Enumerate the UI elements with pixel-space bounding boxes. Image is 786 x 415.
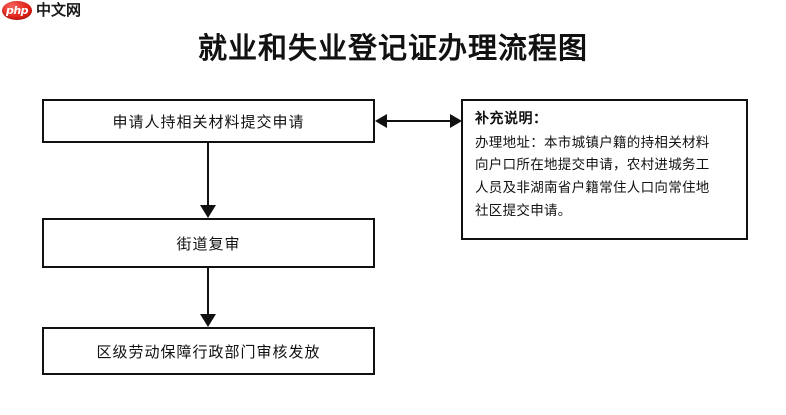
connector-apply-to-note-line: [383, 120, 454, 122]
site-name-label: 中文网: [36, 1, 82, 19]
flow-node-apply-label: 申请人持相关材料提交申请: [112, 112, 305, 131]
note-line: 人员及非湖南省户籍常住人口向常住地: [475, 180, 710, 197]
note-heading: 补充说明：: [475, 111, 548, 127]
connector-review-to-issue-line: [207, 268, 209, 315]
flow-node-review-label: 街道复审: [176, 234, 241, 253]
supplementary-note-panel: 补充说明： 办理地址：本市城镇户籍的持相关材料 向户口所在地提交申请，农村进城务…: [461, 99, 748, 240]
note-line: 社区提交申请。: [475, 202, 572, 219]
flow-node-issue-label: 区级劳动保障行政部门审核发放: [96, 342, 321, 361]
php-badge-label: php: [5, 4, 29, 17]
flow-node-apply: 申请人持相关材料提交申请: [42, 99, 375, 143]
arrow-right-icon: [450, 114, 462, 128]
note-line: 向户口所在地提交申请，农村进城务工: [475, 157, 710, 174]
arrow-down-icon: [200, 314, 216, 327]
note-line: 办理地址：本市城镇户籍的持相关材料: [475, 134, 710, 151]
site-logo: php 中文网: [2, 1, 81, 20]
page-title: 就业和失业登记证办理流程图: [197, 31, 588, 65]
connector-apply-to-review-line: [207, 143, 209, 206]
flow-node-review: 街道复审: [42, 218, 375, 268]
arrow-left-icon: [375, 114, 387, 128]
arrow-down-icon: [200, 205, 216, 218]
php-badge-icon: php: [2, 1, 32, 20]
flow-node-issue: 区级劳动保障行政部门审核发放: [42, 327, 375, 375]
